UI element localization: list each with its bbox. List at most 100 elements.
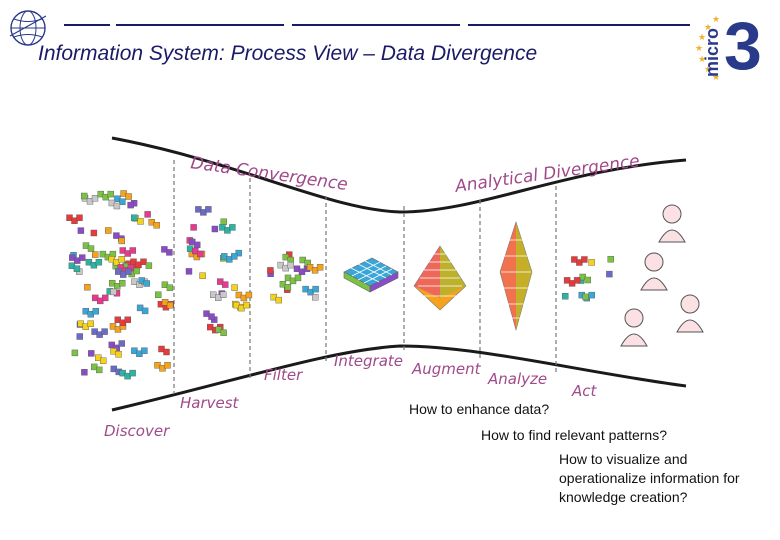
data-block-icon [203,310,215,320]
data-block-icon [119,247,137,257]
data-block-icon [231,284,238,291]
data-block-icon [68,262,81,272]
data-block-icon [94,354,107,364]
svg-text:★: ★ [704,65,712,75]
label-data-convergence: Data Convergence [189,153,349,195]
data-block-icon [161,246,173,256]
data-block-icon [582,293,589,301]
data-block-icon [108,256,126,266]
data-block-icon [82,308,100,318]
data-block-icon [306,264,324,274]
data-block-icon [110,348,122,358]
svg-text:★: ★ [712,15,720,25]
data-block-icon [110,288,117,296]
svg-text:★: ★ [698,55,706,65]
data-block-icon [84,284,91,291]
data-block-icon [161,281,174,291]
analyzed-tower-icon [499,221,533,332]
funnel-bottom-curve [111,344,687,412]
label-filter: Filter [264,366,303,384]
header-rule-4 [468,24,690,26]
data-block-icon [105,227,112,234]
data-block-icon [77,227,85,234]
data-block-icon [108,280,126,290]
data-blocks [66,190,614,380]
data-block-icon [563,277,581,287]
question-visualize: How to visualize and operationalize info… [559,451,740,505]
data-block-icon [235,249,242,257]
label-integrate: Integrate [334,352,403,370]
funnel-top-curve [111,136,687,214]
eu-stars-icon: ★★★ ★★★ ★ [695,15,720,83]
data-block-icon [161,299,174,309]
data-block-icon [607,256,614,263]
label-augment: Augment [411,360,482,378]
data-block-icon [108,341,121,352]
augmented-pyramid-icon [413,245,467,311]
data-block-icon [127,201,134,209]
data-block-icon [185,268,193,275]
label-act: Act [571,382,598,400]
header-rule-1 [64,24,110,26]
data-block-icon [154,291,162,298]
data-block-icon [220,218,227,225]
data-block-icon [71,349,79,357]
svg-text:★: ★ [698,33,706,43]
data-block-icon [562,293,569,300]
data-block-icon [302,285,319,296]
data-block-icon [279,281,292,291]
globe-logo-icon [9,10,47,46]
data-block-icon [235,291,253,302]
data-block-icon [571,256,588,266]
user-icon [620,308,648,347]
data-block-icon [606,270,613,278]
data-block-icon [91,294,109,305]
data-block-icon [588,259,595,266]
label-analytical-divergence: Analytical Divergence [453,151,641,197]
data-block-icon [130,214,138,221]
data-block-icon [77,320,94,330]
data-block-icon [216,278,229,288]
label-harvest: Harvest [180,394,240,412]
data-block-icon [145,262,153,269]
data-block-icon [130,258,147,268]
data-block-icon [158,345,170,356]
data-block-icon [270,293,282,304]
header-rule-3 [292,24,460,26]
data-block-icon [91,328,108,338]
data-block-icon [579,273,591,284]
data-block-icon [233,301,250,312]
integrated-slab-icon [343,257,399,293]
data-block-icon [88,350,95,357]
data-block-icon [120,190,132,200]
data-block-icon [76,333,84,340]
users-group-icon [620,204,704,347]
data-block-icon [118,340,126,347]
logo-numeral: 3 [724,8,762,84]
data-block-icon [312,294,319,301]
data-block-icon [109,323,127,333]
data-block-icon [219,224,236,234]
data-block-icon [144,211,151,218]
svg-text:★: ★ [712,73,720,83]
data-block-icon [119,369,136,380]
question-enhance-data: How to enhance data? [409,401,550,417]
data-block-icon [211,225,219,233]
slide-title: Information System: Process View – Data … [38,42,538,65]
svg-text:★: ★ [704,23,712,33]
data-block-icon [108,199,121,210]
data-block-icon [90,363,103,374]
data-block-icon [91,251,99,258]
user-icon [640,252,668,291]
user-icon [676,294,704,333]
data-block-icon [154,362,171,372]
data-block-icon [80,192,88,200]
data-block-icon [138,277,150,287]
data-block-icon [209,291,227,301]
data-block-icon [284,274,302,285]
data-block-icon [114,195,126,205]
data-block-icon [114,268,132,278]
label-analyze: Analyze [487,370,547,388]
